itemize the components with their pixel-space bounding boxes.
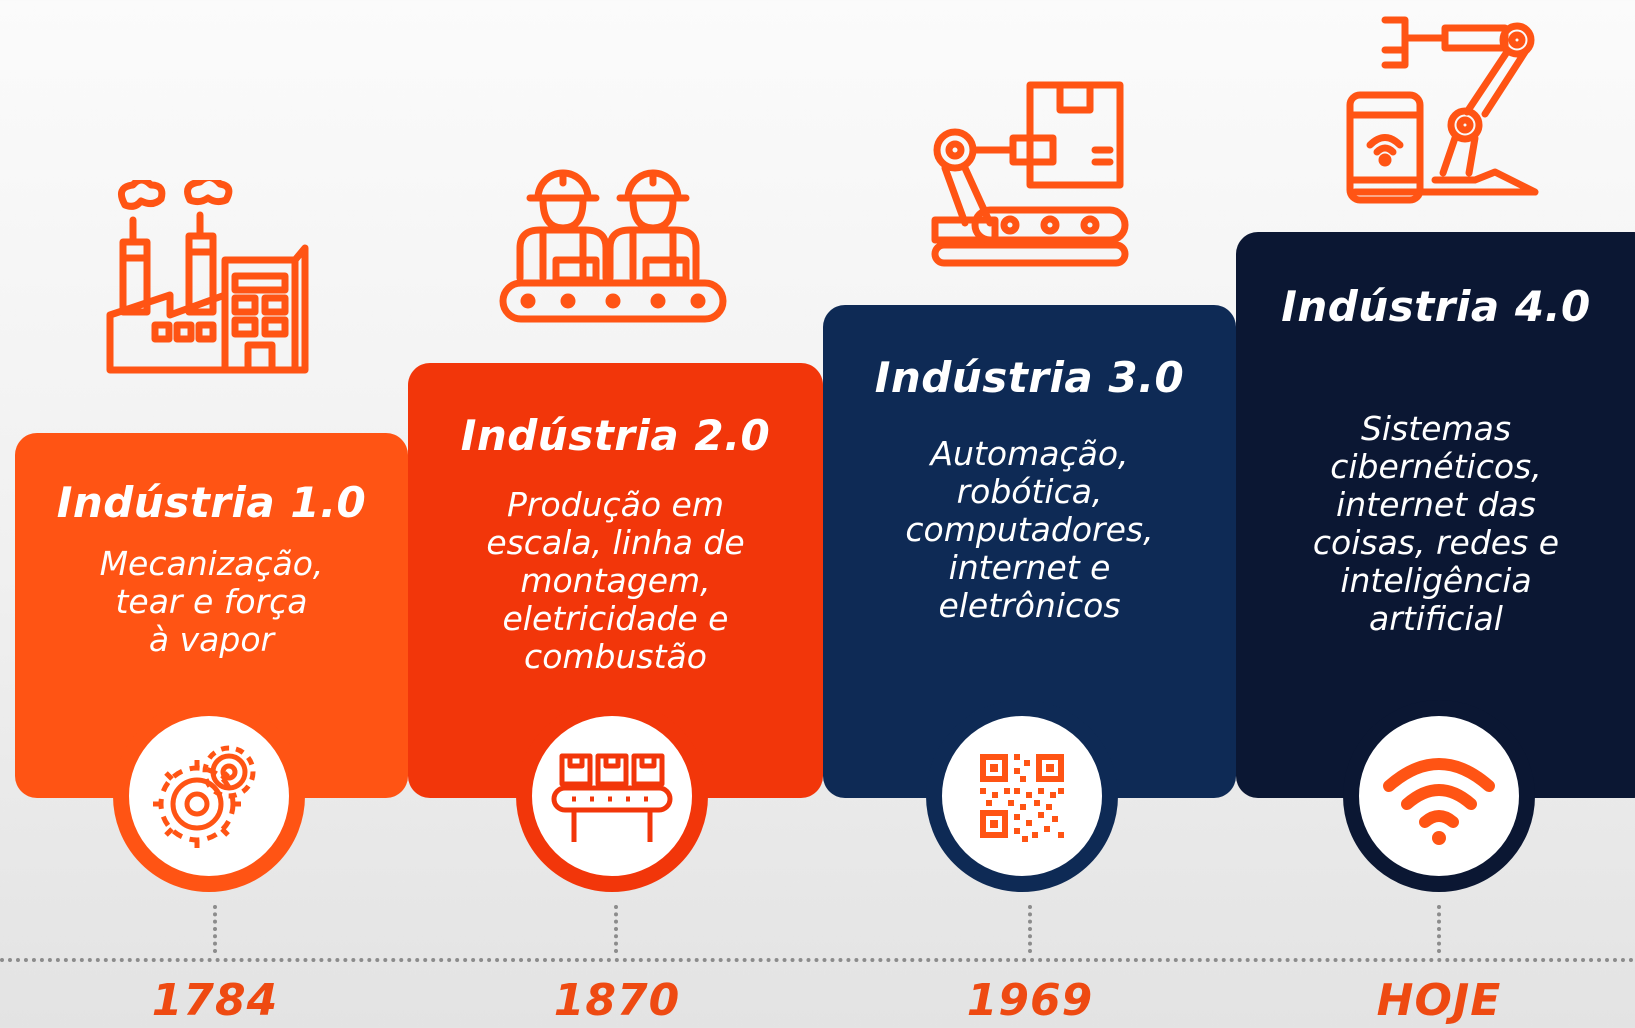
- timeline-line: [0, 958, 1635, 962]
- wifi-icon: [1383, 758, 1495, 845]
- stage-card-1: Indústria 1.0 Mecanização, tear e força …: [15, 433, 408, 798]
- description-line: Sistemas: [1360, 409, 1512, 448]
- robot-arm-conveyor-icon: [931, 81, 1129, 267]
- stage-title: Indústria 3.0: [874, 353, 1185, 402]
- timeline-connector-4: [1437, 905, 1441, 953]
- stage-title: Indústria 4.0: [1281, 282, 1591, 331]
- stage-description: Sistemas cibernéticos, internet das cois…: [1256, 410, 1616, 638]
- robot-arm-smartphone-icon: [1346, 16, 1539, 204]
- description-line: Mecanização,: [99, 544, 324, 583]
- description-line: coisas, redes e: [1312, 523, 1560, 562]
- factory-icon: [106, 180, 309, 374]
- description-line: cibernéticos,: [1330, 447, 1542, 486]
- badge-3: [926, 700, 1118, 892]
- description-line: tear e força: [115, 582, 308, 621]
- conveyor-boxes-icon: [551, 753, 673, 842]
- stage-description: Automação, robótica, computadores, inter…: [843, 435, 1216, 625]
- description-line: robótica,: [956, 472, 1103, 511]
- description-line: internet das: [1336, 485, 1536, 524]
- description-line: combustão: [524, 637, 707, 676]
- gears-icon: [153, 745, 256, 848]
- timeline-connector-1: [213, 905, 217, 953]
- description-line: à vapor: [148, 620, 275, 659]
- stage-description: Mecanização, tear e força à vapor: [35, 545, 388, 659]
- description-line: Produção em: [506, 485, 724, 524]
- badge-2: [516, 700, 708, 892]
- year-label-2: 1870: [553, 975, 681, 1026]
- description-line: Automação,: [930, 434, 1129, 473]
- qr-code-icon: [980, 754, 1064, 842]
- stage-title: Indústria 2.0: [460, 411, 771, 460]
- description-line: internet e: [948, 548, 1111, 587]
- stage-title: Indústria 1.0: [56, 478, 367, 527]
- assembly-line-workers-icon: [499, 169, 727, 323]
- description-line: escala, linha de: [486, 523, 745, 562]
- description-line: eletrônicos: [938, 586, 1121, 625]
- stage-description: Produção em escala, linha de montagem, e…: [428, 486, 803, 676]
- year-label-1: 1784: [151, 975, 279, 1026]
- badge-4: [1343, 700, 1535, 892]
- description-line: inteligência: [1340, 561, 1532, 600]
- description-line: artificial: [1369, 599, 1503, 638]
- description-line: computadores,: [905, 510, 1154, 549]
- description-line: montagem,: [520, 561, 711, 600]
- timeline-connector-3: [1028, 905, 1032, 953]
- year-label-3: 1969: [966, 975, 1094, 1026]
- badge-1: [113, 700, 305, 892]
- year-label-4: HOJE: [1376, 975, 1502, 1026]
- description-line: eletricidade e: [502, 599, 729, 638]
- timeline-connector-2: [614, 905, 618, 953]
